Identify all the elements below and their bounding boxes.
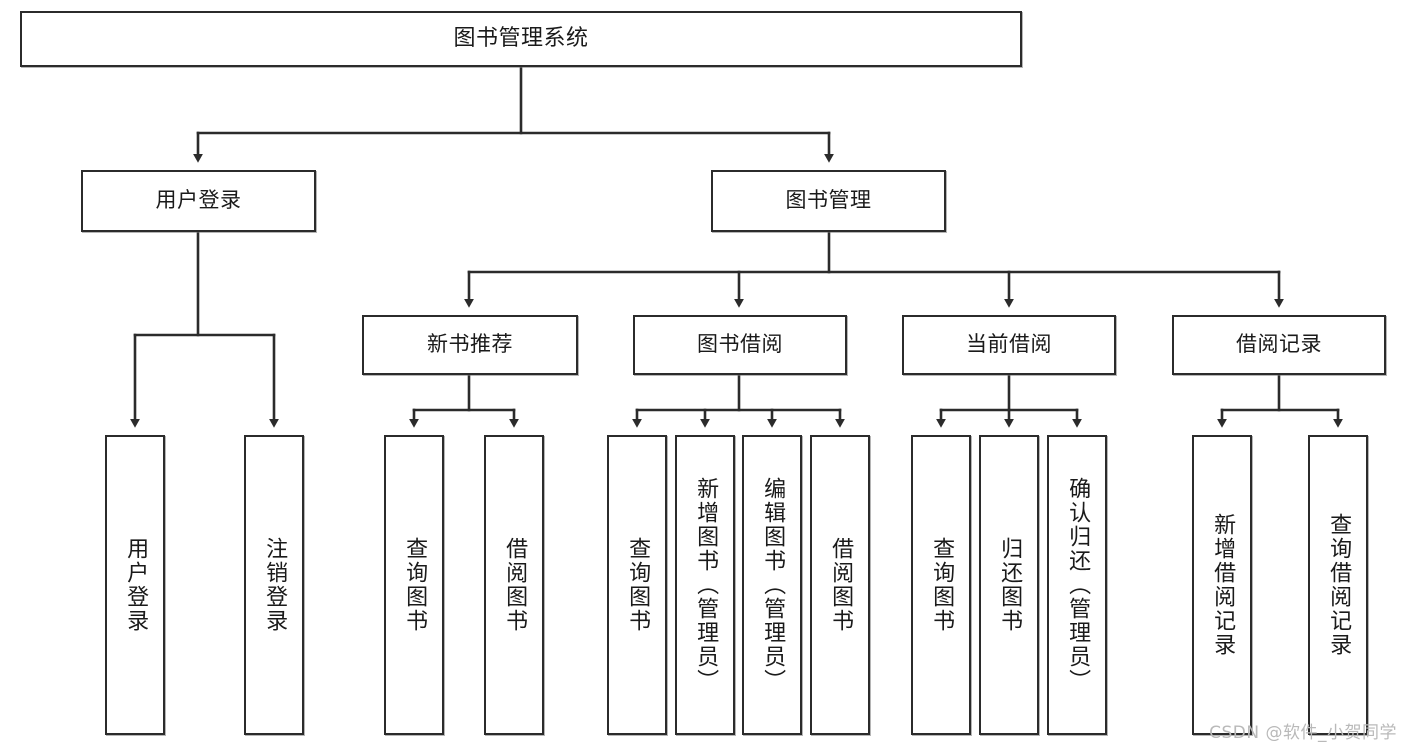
node-label: 新增图书（管理员） bbox=[693, 477, 719, 693]
node-label: 查询图书 bbox=[625, 537, 651, 633]
node-label: 借阅图书 bbox=[502, 537, 528, 633]
node-book-borrow[interactable]: 图书借阅 bbox=[633, 315, 847, 375]
node-label: 新增借阅记录 bbox=[1210, 513, 1236, 657]
node-root-book-management-system[interactable]: 图书管理系统 bbox=[20, 11, 1022, 67]
node-label: 用户登录 bbox=[155, 188, 242, 213]
node-label: 编辑图书（管理员） bbox=[760, 477, 786, 693]
node-label: 注销登录 bbox=[262, 537, 288, 633]
node-leaf-edit-book-admin[interactable]: 编辑图书（管理员） bbox=[742, 435, 802, 735]
node-book-management[interactable]: 图书管理 bbox=[711, 170, 946, 232]
node-current-borrow[interactable]: 当前借阅 bbox=[902, 315, 1116, 375]
node-label: 用户登录 bbox=[123, 537, 149, 633]
node-borrow-record[interactable]: 借阅记录 bbox=[1172, 315, 1386, 375]
node-leaf-borrow-book[interactable]: 借阅图书 bbox=[810, 435, 870, 735]
node-leaf-confirm-return-admin[interactable]: 确认归还（管理员） bbox=[1047, 435, 1107, 735]
node-label: 图书借阅 bbox=[697, 332, 783, 357]
node-leaf-logout[interactable]: 注销登录 bbox=[244, 435, 304, 735]
node-label: 当前借阅 bbox=[966, 332, 1052, 357]
node-label: 图书管理系统 bbox=[453, 25, 589, 51]
node-label: 图书管理 bbox=[785, 188, 872, 213]
node-label: 查询图书 bbox=[402, 537, 428, 633]
node-new-book-recommend[interactable]: 新书推荐 bbox=[362, 315, 578, 375]
node-leaf-user-login[interactable]: 用户登录 bbox=[105, 435, 165, 735]
node-leaf-add-book-admin[interactable]: 新增图书（管理员） bbox=[675, 435, 735, 735]
node-leaf-return-book[interactable]: 归还图书 bbox=[979, 435, 1039, 735]
node-leaf-query-book-newbook[interactable]: 查询图书 bbox=[384, 435, 444, 735]
node-label: 查询借阅记录 bbox=[1326, 513, 1352, 657]
node-label: 归还图书 bbox=[997, 537, 1023, 633]
node-label: 确认归还（管理员） bbox=[1065, 477, 1091, 693]
node-leaf-query-book-current[interactable]: 查询图书 bbox=[911, 435, 971, 735]
node-leaf-borrow-book-newbook[interactable]: 借阅图书 bbox=[484, 435, 544, 735]
node-label: 新书推荐 bbox=[427, 332, 513, 357]
node-label: 借阅图书 bbox=[828, 537, 854, 633]
node-leaf-query-borrow-record[interactable]: 查询借阅记录 bbox=[1308, 435, 1368, 735]
node-user-login[interactable]: 用户登录 bbox=[81, 170, 316, 232]
node-label: 借阅记录 bbox=[1236, 332, 1322, 357]
csdn-watermark: CSDN @软件_小贺同学 bbox=[1209, 723, 1397, 743]
node-label: 查询图书 bbox=[929, 537, 955, 633]
node-leaf-query-book-borrow[interactable]: 查询图书 bbox=[607, 435, 667, 735]
node-leaf-add-borrow-record[interactable]: 新增借阅记录 bbox=[1192, 435, 1252, 735]
